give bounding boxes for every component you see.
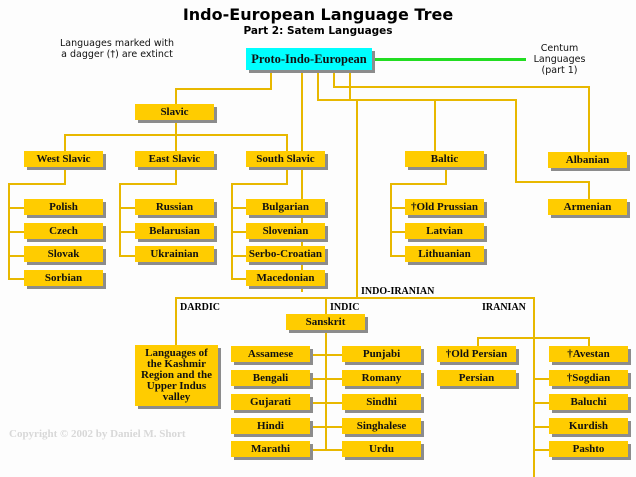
label-indic: INDIC bbox=[330, 302, 360, 313]
diagram-title: Indo-European Language Tree bbox=[182, 5, 454, 24]
node-south-slavic[interactable]: South Slavic bbox=[246, 151, 325, 167]
node-bulgarian[interactable]: Bulgarian bbox=[246, 199, 325, 215]
node-proto-indo-european[interactable]: Proto-Indo-European bbox=[246, 48, 372, 70]
node-bengali[interactable]: Bengali bbox=[231, 370, 310, 386]
node-assamese[interactable]: Assamese bbox=[231, 346, 310, 362]
node-east-slavic[interactable]: East Slavic bbox=[135, 151, 214, 167]
node-old-persian[interactable]: †Old Persian bbox=[437, 346, 516, 362]
label-indo-iranian: INDO-IRANIAN bbox=[361, 286, 435, 297]
centum-note-line-1: Centum bbox=[540, 43, 579, 54]
node-gujarati[interactable]: Gujarati bbox=[231, 394, 310, 410]
extinct-note-line-2: a dagger (†) are extinct bbox=[61, 49, 173, 60]
node-macedonian[interactable]: Macedonian bbox=[246, 270, 325, 286]
node-ukrainian[interactable]: Ukrainian bbox=[135, 246, 214, 262]
copyright-text: Copyright © 2002 by Daniel M. Short bbox=[9, 428, 186, 440]
extinct-note: Languages marked with a dagger (†) are e… bbox=[52, 38, 182, 60]
node-baluchi[interactable]: Baluchi bbox=[549, 394, 628, 410]
node-west-slavic[interactable]: West Slavic bbox=[24, 151, 103, 167]
node-sorbian[interactable]: Sorbian bbox=[24, 270, 103, 286]
node-slovenian[interactable]: Slovenian bbox=[246, 223, 325, 239]
node-marathi[interactable]: Marathi bbox=[231, 441, 310, 457]
extinct-note-line-1: Languages marked with bbox=[59, 38, 175, 49]
node-avestan[interactable]: †Avestan bbox=[549, 346, 628, 362]
label-iranian: IRANIAN bbox=[482, 302, 526, 313]
node-slovak[interactable]: Slovak bbox=[24, 246, 103, 262]
node-belarusian[interactable]: Belarusian bbox=[135, 223, 214, 239]
centum-note[interactable]: Centum Languages (part 1) bbox=[522, 43, 597, 76]
centum-note-line-3: (part 1) bbox=[541, 65, 578, 76]
diagram-subtitle: Part 2: Satem Languages bbox=[243, 25, 393, 37]
centum-link-line bbox=[374, 58, 526, 61]
node-punjabi[interactable]: Punjabi bbox=[342, 346, 421, 362]
node-sogdian[interactable]: †Sogdian bbox=[549, 370, 628, 386]
node-sanskrit[interactable]: Sanskrit bbox=[286, 314, 365, 330]
node-albanian[interactable]: Albanian bbox=[548, 152, 627, 168]
node-hindi[interactable]: Hindi bbox=[231, 418, 310, 434]
node-serbo-croatian[interactable]: Serbo-Croatian bbox=[246, 246, 325, 262]
node-lithuanian[interactable]: Lithuanian bbox=[405, 246, 484, 262]
node-pashto[interactable]: Pashto bbox=[549, 441, 628, 457]
node-dardic-languages[interactable]: Languages of the Kashmir Region and the … bbox=[135, 345, 218, 406]
node-armenian[interactable]: Armenian bbox=[548, 199, 627, 215]
node-singhalese[interactable]: Singhalese bbox=[342, 418, 421, 434]
node-slavic[interactable]: Slavic bbox=[135, 104, 214, 120]
node-urdu[interactable]: Urdu bbox=[342, 441, 421, 457]
label-dardic: DARDIC bbox=[180, 302, 220, 313]
node-polish[interactable]: Polish bbox=[24, 199, 103, 215]
centum-note-line-2: Languages bbox=[533, 54, 586, 65]
node-baltic[interactable]: Baltic bbox=[405, 151, 484, 167]
node-sindhi[interactable]: Sindhi bbox=[342, 394, 421, 410]
node-romany[interactable]: Romany bbox=[342, 370, 421, 386]
node-czech[interactable]: Czech bbox=[24, 223, 103, 239]
node-latvian[interactable]: Latvian bbox=[405, 223, 484, 239]
node-old-prussian[interactable]: †Old Prussian bbox=[405, 199, 484, 215]
node-russian[interactable]: Russian bbox=[135, 199, 214, 215]
node-persian[interactable]: Persian bbox=[437, 370, 516, 386]
node-kurdish[interactable]: Kurdish bbox=[549, 418, 628, 434]
